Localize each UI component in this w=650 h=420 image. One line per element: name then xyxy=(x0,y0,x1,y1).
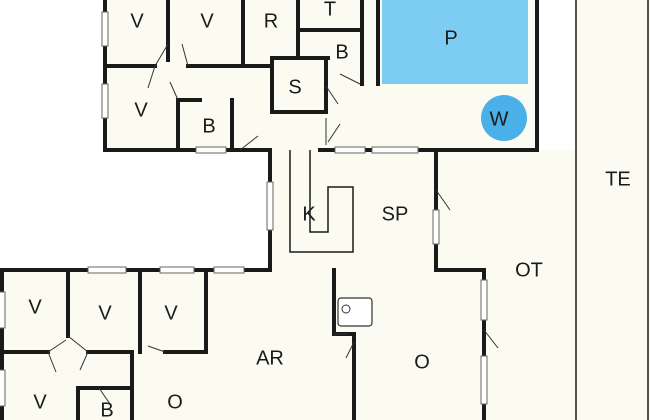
room-label-s: S xyxy=(288,76,301,98)
room-label-b-upper: B xyxy=(335,41,348,63)
room-label-p: P xyxy=(444,27,457,49)
room-label-t: T xyxy=(324,0,336,20)
room-labels: V V R T P B V S B W TE K SP OT V V V AR … xyxy=(28,0,630,420)
room-label-b-lower: B xyxy=(100,399,113,420)
doors xyxy=(47,43,499,405)
room-label-sp: SP xyxy=(382,203,409,225)
room-label-v-lower-3: V xyxy=(164,302,178,324)
kitchen-counter xyxy=(289,150,354,253)
windows xyxy=(0,11,488,407)
room-label-r: R xyxy=(264,10,278,32)
sink xyxy=(337,297,373,327)
room-label-b-upper-2: B xyxy=(202,115,215,137)
room-label-o-left: O xyxy=(167,391,183,413)
terrace-outline xyxy=(575,0,649,420)
room-label-v-upper-3: V xyxy=(134,99,148,121)
room-label-v-lower-1: V xyxy=(28,296,42,318)
room-label-v-upper-2: V xyxy=(200,10,214,32)
room-label-ar: AR xyxy=(256,347,284,369)
whirlpool xyxy=(481,95,527,141)
room-label-o-right: O xyxy=(414,351,430,373)
room-label-w: W xyxy=(490,108,509,130)
room-label-v-upper-1: V xyxy=(130,10,144,32)
room-label-k: K xyxy=(302,203,316,225)
pool xyxy=(382,0,528,84)
room-label-ot: OT xyxy=(515,259,543,281)
room-label-v-lower-2: V xyxy=(98,302,112,324)
room-label-v-lower-4: V xyxy=(33,391,47,413)
room-label-te: TE xyxy=(605,168,631,190)
